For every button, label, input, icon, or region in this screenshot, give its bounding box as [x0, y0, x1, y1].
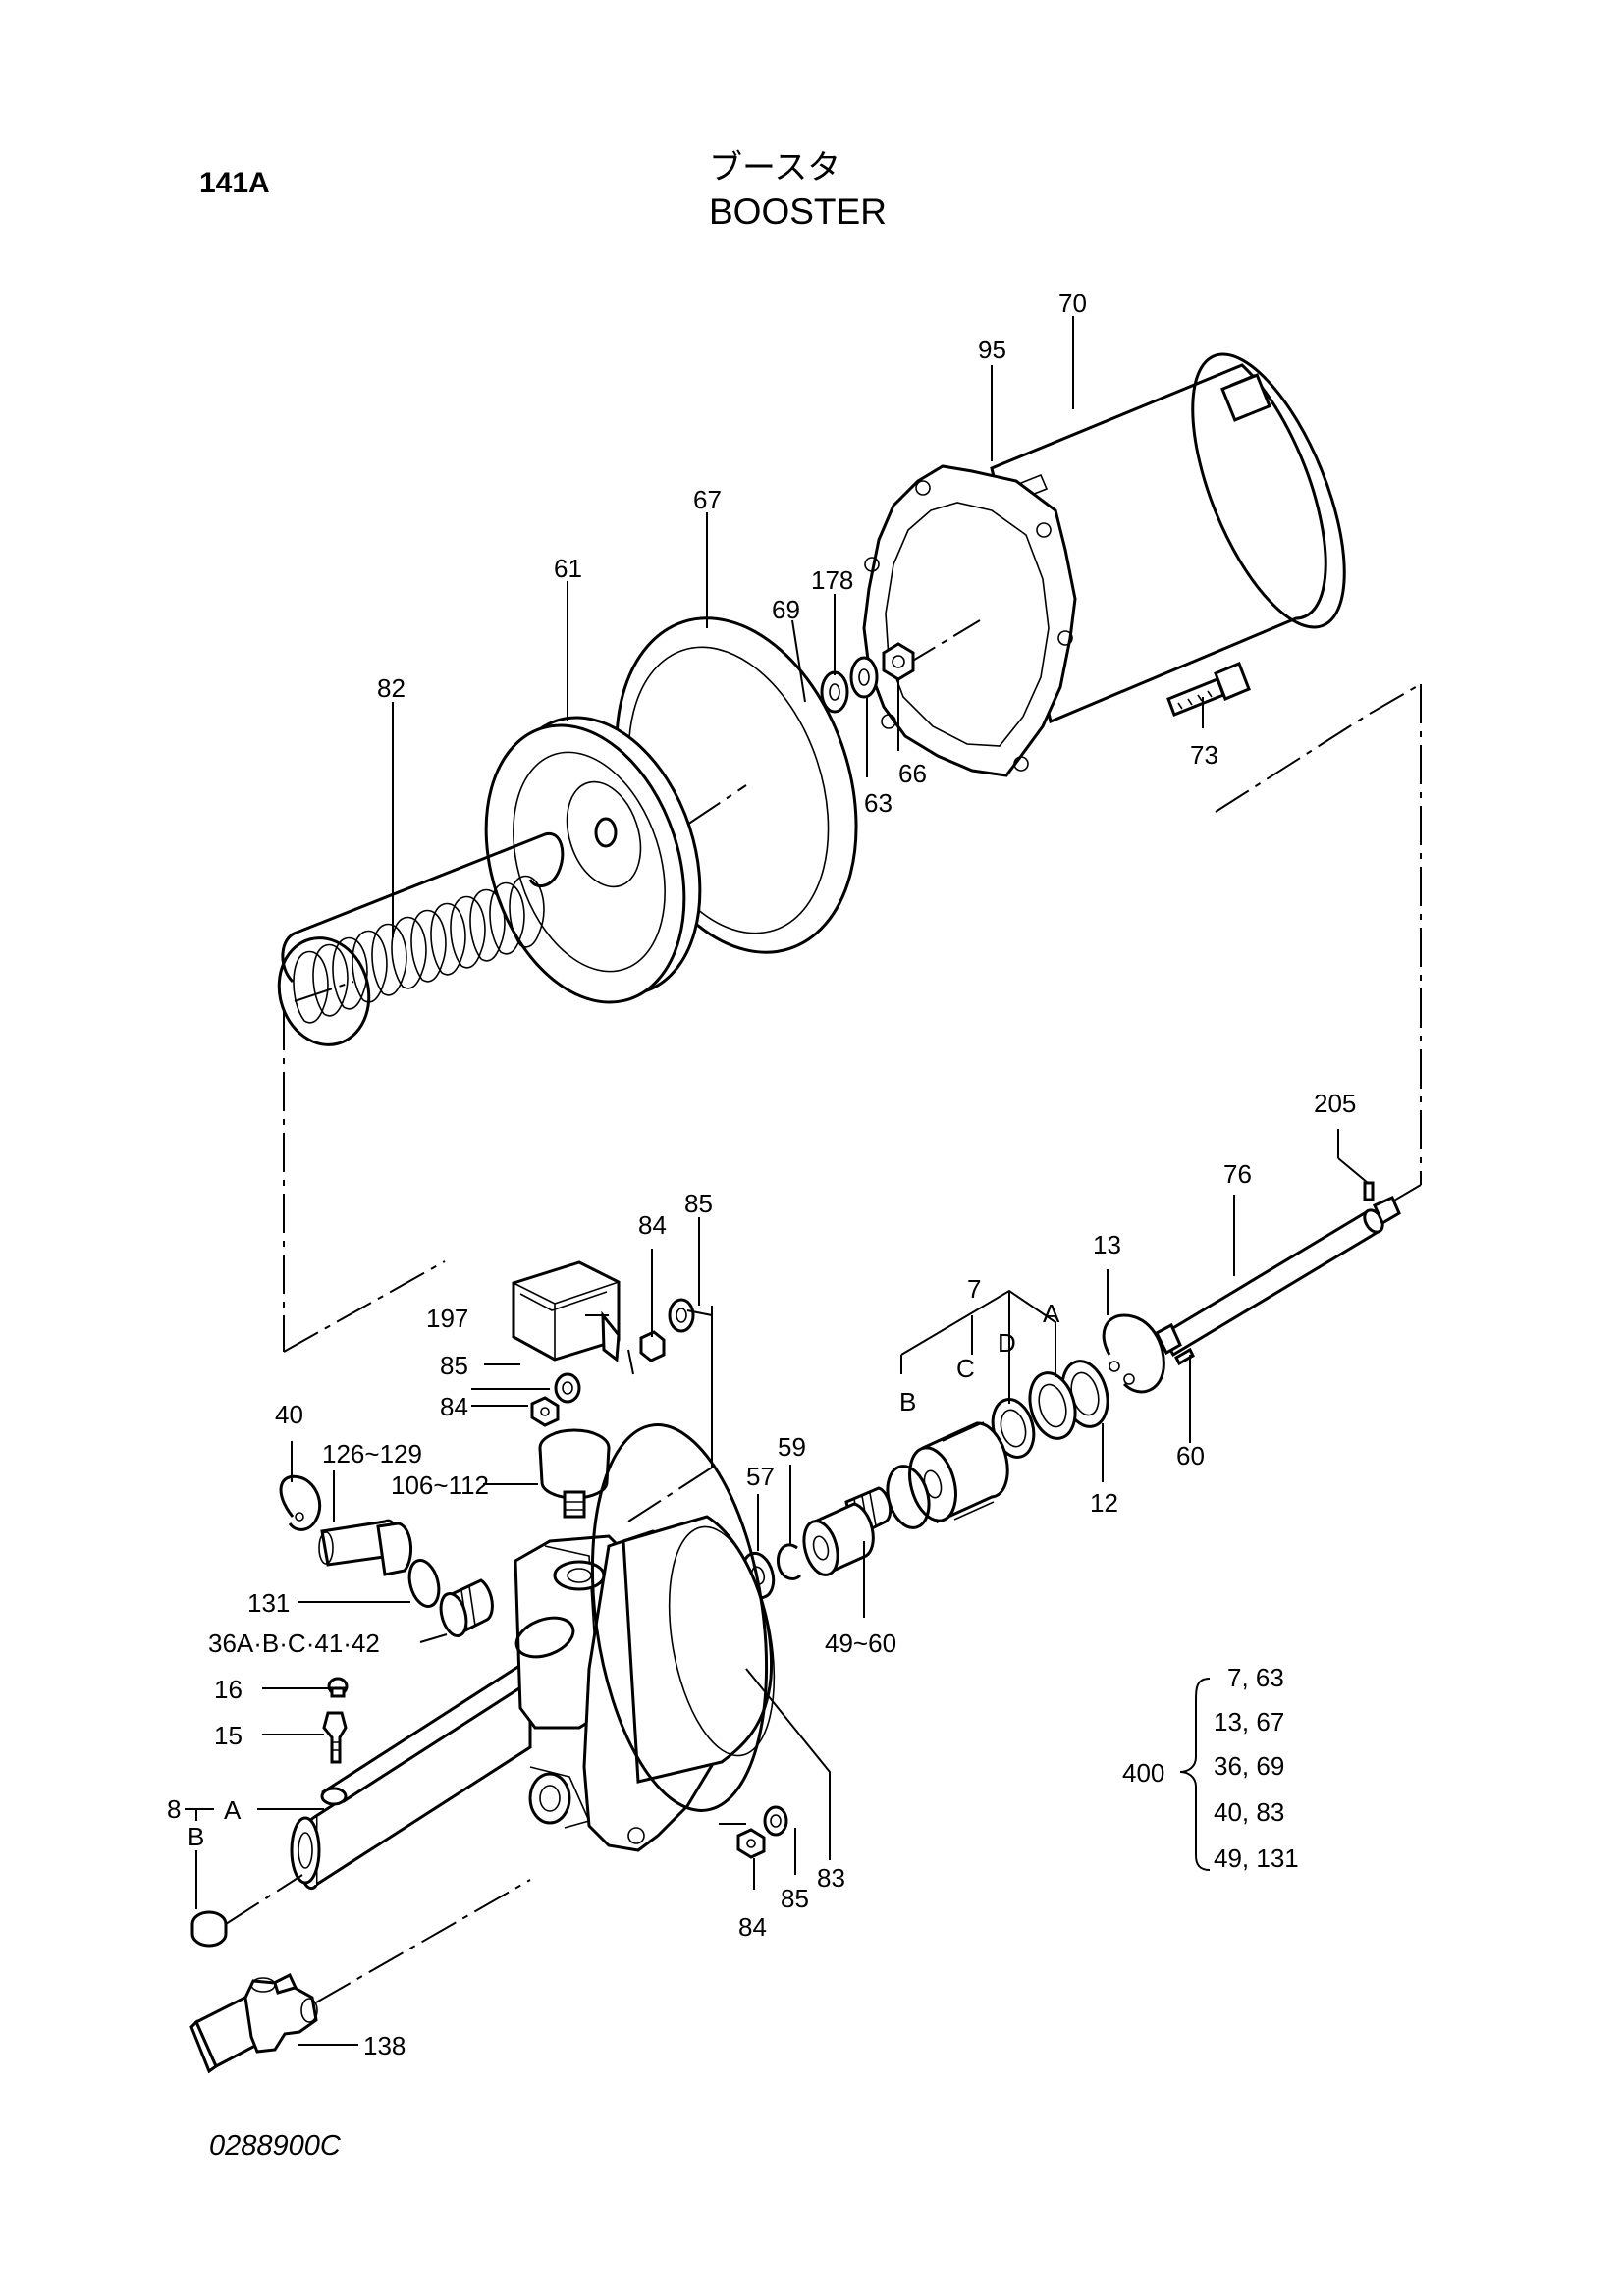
kit-row-1: 7, 63	[1227, 1663, 1284, 1692]
callout-197: 197	[426, 1304, 468, 1333]
callout-49-60: 49~60	[825, 1629, 896, 1658]
nut-84-upper	[639, 1330, 666, 1362]
callout-76: 76	[1223, 1159, 1252, 1189]
callout-13: 13	[1093, 1230, 1121, 1259]
callout-57: 57	[746, 1462, 775, 1491]
callout-7: 7	[967, 1274, 981, 1304]
yoke-138	[189, 1972, 318, 2074]
valve-49-60	[802, 1486, 893, 1576]
callout-C: C	[956, 1354, 975, 1383]
booster-cylinder	[990, 352, 1346, 724]
callout-36: 36A·B·C·41·42	[208, 1629, 380, 1658]
kit-row-5: 49, 131	[1214, 1843, 1299, 1873]
callout-59: 59	[778, 1432, 806, 1462]
callout-84-mid: 84	[440, 1392, 468, 1421]
callout-205: 205	[1314, 1089, 1356, 1118]
callout-84-lower: 84	[738, 1912, 767, 1942]
callout-178: 178	[811, 565, 853, 595]
rod-76	[1155, 1196, 1401, 1358]
callout-16: 16	[214, 1675, 243, 1704]
title-japanese: ブースタ	[709, 148, 841, 187]
washer-85-upper	[668, 1298, 695, 1333]
piston-61	[484, 716, 702, 1004]
grease-nipple-15	[322, 1711, 348, 1764]
fitting-36	[439, 1578, 494, 1637]
callout-126-129: 126~129	[322, 1439, 422, 1468]
callout-D: D	[998, 1328, 1016, 1358]
washer-85-mid	[554, 1372, 581, 1404]
spring-82	[277, 831, 565, 1046]
kit-row-2: 13, 67	[1214, 1707, 1284, 1736]
ring-A	[1028, 1371, 1077, 1440]
drawing-number: 0288900C	[209, 2130, 341, 2162]
callout-84-upper: 84	[638, 1210, 667, 1240]
page-id: 141A	[199, 167, 270, 199]
callout-131: 131	[247, 1588, 290, 1618]
callout-A-lower: A	[224, 1795, 242, 1825]
kit-row-3: 36, 69	[1214, 1751, 1284, 1781]
callout-12: 12	[1090, 1488, 1118, 1518]
callout-69: 69	[772, 595, 800, 624]
booster-flange	[862, 464, 1077, 777]
clip-59	[776, 1543, 802, 1580]
callout-B-lower: B	[188, 1822, 204, 1851]
cover-197	[512, 1260, 621, 1362]
nut-84-mid	[530, 1396, 560, 1427]
callout-labels: 70 95 67 61 178 69 82 63 66 73 205 76 85…	[167, 289, 1356, 2060]
callout-40: 40	[275, 1400, 303, 1429]
callout-60: 60	[1176, 1441, 1205, 1470]
nut-66	[882, 642, 915, 681]
callout-73: 73	[1190, 740, 1218, 770]
master-cylinder-body	[290, 1515, 776, 1891]
callout-95: 95	[978, 335, 1006, 364]
callout-85-upper: 85	[684, 1189, 713, 1218]
plunger-126-129	[318, 1519, 413, 1576]
ring-D	[991, 1398, 1036, 1459]
callout-67: 67	[693, 485, 722, 514]
pin-205	[1363, 1181, 1375, 1201]
callout-66: 66	[898, 759, 927, 788]
cap-16	[327, 1677, 349, 1698]
kit-number: 400	[1122, 1758, 1164, 1788]
callout-138: 138	[363, 2031, 406, 2060]
callout-106-112: 106~112	[391, 1470, 489, 1500]
snap-ring-13	[1102, 1313, 1165, 1394]
callout-8: 8	[167, 1794, 181, 1824]
callout-63: 63	[864, 788, 893, 818]
oring-131	[407, 1559, 441, 1608]
kit-table: 400 7, 63 13, 67 36, 69 40, 83 49, 131	[1122, 1663, 1299, 1873]
piston-C	[908, 1421, 1009, 1524]
kit-row-4: 40, 83	[1214, 1797, 1284, 1827]
callout-83: 83	[817, 1863, 845, 1893]
washer-85-lower	[763, 1805, 788, 1837]
bolt-73	[1166, 662, 1251, 717]
breather-106-112	[538, 1428, 611, 1519]
callout-85-mid: 85	[440, 1351, 468, 1380]
title-english: BOOSTER	[709, 191, 887, 232]
alignment-lines	[283, 683, 1422, 1522]
callout-A-upper: A	[1043, 1299, 1060, 1328]
callout-61: 61	[554, 554, 582, 583]
callout-85-lower: 85	[781, 1884, 809, 1913]
callout-15: 15	[214, 1721, 243, 1750]
nut-84-lower	[736, 1828, 766, 1859]
seal-83	[590, 1423, 769, 1812]
leader-lines	[185, 316, 1369, 2046]
snap-ring-40	[279, 1474, 322, 1531]
pin-60	[1174, 1347, 1195, 1366]
plug-8	[190, 1910, 228, 1948]
callout-82: 82	[377, 673, 406, 703]
washer-63	[849, 656, 879, 699]
callout-70: 70	[1058, 289, 1087, 318]
callout-B-upper: B	[899, 1387, 916, 1416]
